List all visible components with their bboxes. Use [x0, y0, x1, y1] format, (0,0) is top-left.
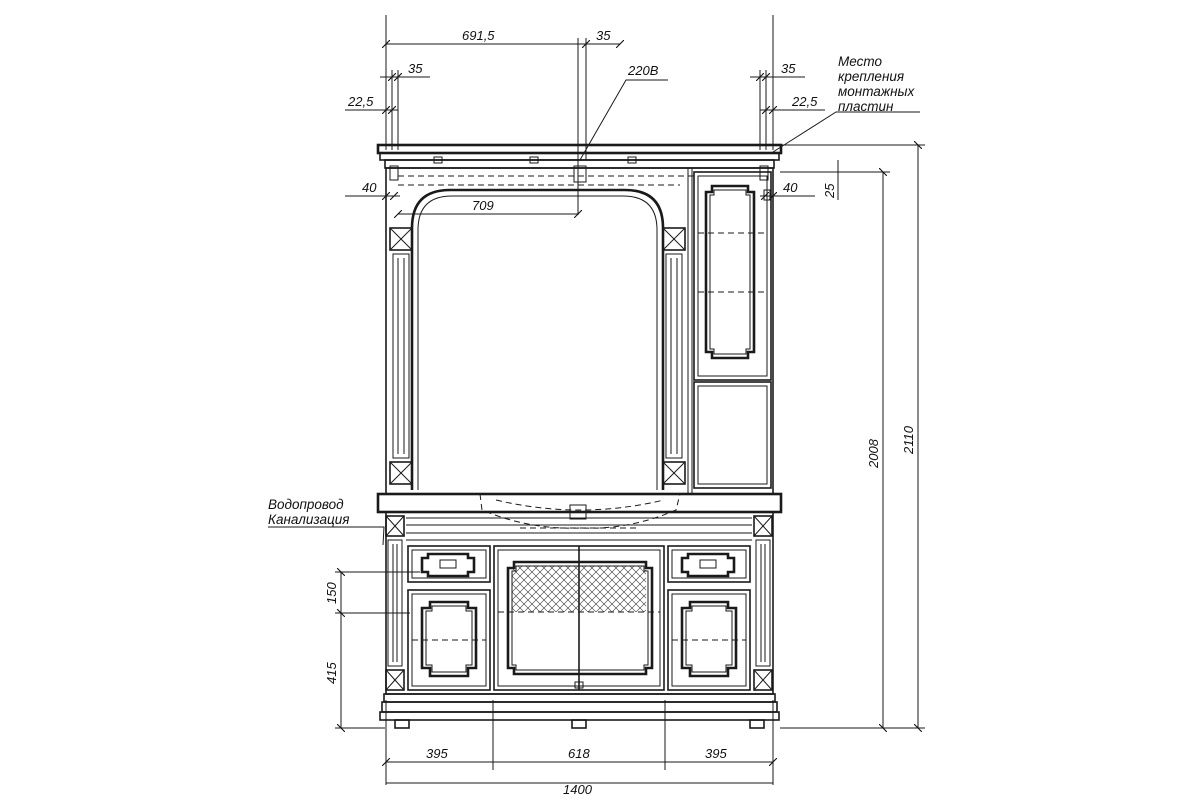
left-pilaster	[389, 227, 413, 485]
dim-22-5-right: 22,5	[791, 94, 818, 109]
upper-cabinet-frame	[385, 167, 774, 495]
dim-691-5: 691,5	[462, 28, 495, 43]
right-lower-door	[667, 589, 751, 691]
dim-35-top: 35	[596, 28, 611, 43]
dim-220v: 220В	[627, 63, 659, 78]
mirror-right-pilaster	[662, 227, 686, 485]
lower-left-pilaster	[385, 515, 405, 691]
arched-mirror	[410, 188, 665, 490]
dim-22-5-left: 22,5	[347, 94, 374, 109]
dim-35-left: 35	[408, 61, 423, 76]
plumbing-note-line-2: Канализация	[268, 512, 349, 527]
mounting-plates-note: Место крепления монтажных пластин	[838, 54, 915, 114]
mounting-note-line-4: пластин	[838, 99, 894, 114]
dim-395-left: 395	[426, 746, 448, 761]
dimension-labels: 691,5 35 220В 35 22,5 35 22,5 40 709 40 …	[324, 28, 916, 797]
lower-right-pilaster	[753, 515, 773, 691]
mounting-note-line-1: Место	[838, 54, 882, 69]
right-drawer	[667, 545, 751, 583]
countertop	[376, 492, 783, 529]
top-cornice	[376, 143, 783, 186]
dim-618: 618	[568, 746, 590, 761]
dim-415: 415	[324, 662, 339, 684]
left-lower-door	[407, 589, 491, 691]
leader-lines	[268, 79, 920, 546]
center-doors	[493, 545, 665, 691]
dim-40-right: 40	[783, 180, 798, 195]
mounting-note-line-2: крепления	[838, 69, 904, 84]
plumbing-note-line-1: Водопровод	[268, 497, 344, 512]
dim-2008: 2008	[866, 438, 881, 469]
frieze	[406, 517, 752, 541]
mounting-note-line-3: монтажных	[838, 84, 915, 99]
dim-25: 25	[822, 183, 837, 199]
dimension-lines	[341, 44, 918, 784]
left-drawer	[407, 545, 491, 583]
dim-1400: 1400	[563, 782, 593, 797]
lower-cabinet-frame	[379, 511, 780, 729]
plumbing-note: Водопровод Канализация	[268, 497, 349, 527]
dim-709: 709	[472, 198, 494, 213]
side-cabinet	[693, 171, 772, 489]
dim-35-right: 35	[781, 61, 796, 76]
dim-40-left: 40	[362, 180, 377, 195]
dim-2110: 2110	[901, 425, 916, 455]
dim-150: 150	[324, 582, 339, 604]
mounting-plate-marks	[389, 156, 771, 201]
dim-395-right: 395	[705, 746, 727, 761]
